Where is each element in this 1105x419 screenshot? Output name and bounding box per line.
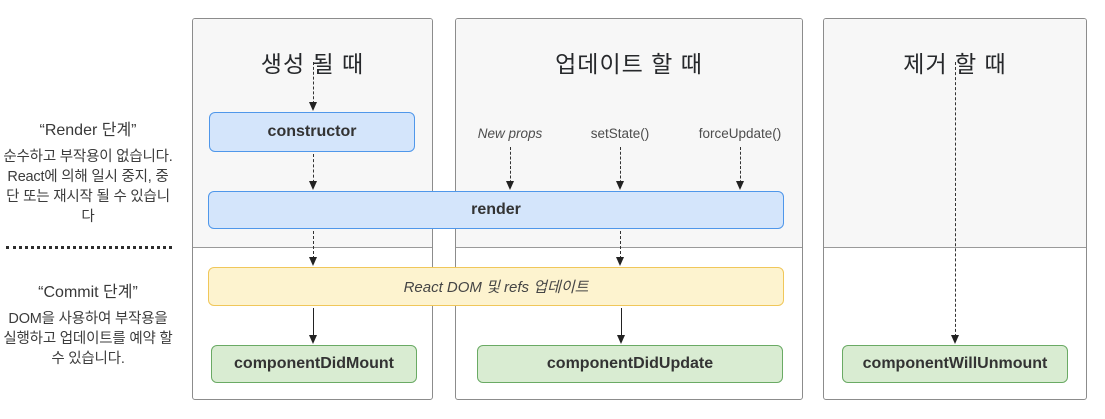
panel-update-title: 업데이트 할 때 (555, 51, 703, 77)
componentdidupdate-node: componentDidUpdate (477, 345, 783, 383)
render-phase-note: “Render 단계” 순수하고 부작용이 없습니다. React에 의해 일시… (2, 116, 174, 227)
componentdidmount-node: componentDidMount (211, 345, 417, 383)
arrow-render-to-domupdate-create (309, 231, 317, 266)
trigger-setstate-label: setState() (590, 126, 650, 141)
arrow-create-to-constructor (309, 62, 317, 111)
arrow-render-to-domupdate-update (616, 231, 624, 266)
panel-create-title: 생성 될 때 (260, 51, 365, 77)
componentwillunmount-node: componentWillUnmount (842, 345, 1068, 383)
arrow-newprops-to-render (506, 147, 514, 190)
arrow-domupdate-to-didmount (309, 308, 317, 344)
arrow-forceupdate-to-render (736, 147, 744, 190)
commit-phase-title: “Commit 단계” (38, 284, 138, 301)
arrow-setstate-to-render (616, 147, 624, 190)
phase-dotted-divider (6, 246, 172, 249)
react-dom-refs-update-node: React DOM 및 refs 업데이트 (208, 267, 784, 306)
render-phase-title: “Render 단계” (39, 122, 137, 139)
panel-unmount-title: 제거 할 때 (903, 51, 1007, 77)
render-phase-description: 순수하고 부작용이 없습니다. React에 의해 일시 중지, 중단 또는 재… (3, 149, 173, 225)
trigger-forceupdate-label: forceUpdate() (698, 126, 782, 141)
render-node: render (208, 191, 784, 229)
arrow-domupdate-to-didupdate (617, 308, 625, 344)
commit-phase-note: “Commit 단계” DOM을 사용하여 부작용을 실행하고 업데이트를 예약… (2, 278, 174, 369)
commit-phase-description: DOM을 사용하여 부작용을 실행하고 업데이트를 예약 할 수 있습니다. (3, 311, 173, 367)
arrow-remove-to-willunmount (951, 62, 959, 344)
arrow-constructor-to-render (309, 154, 317, 190)
constructor-node: constructor (209, 112, 415, 152)
trigger-new-props-label: New props (477, 126, 543, 141)
